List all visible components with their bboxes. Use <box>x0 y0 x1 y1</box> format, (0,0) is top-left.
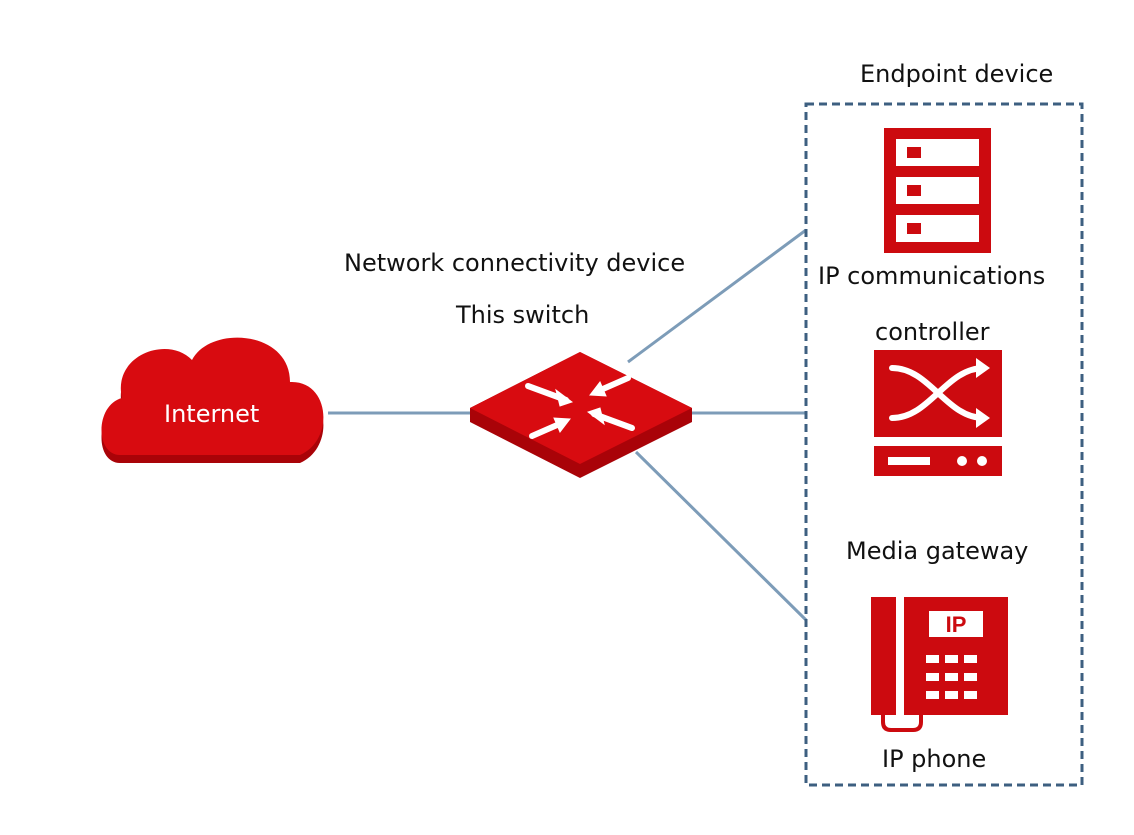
phone-badge-text: IP <box>946 612 967 637</box>
media-gateway-icon <box>874 350 1002 476</box>
switch-icon <box>470 352 692 478</box>
ip-phone-icon: IP <box>871 597 1008 732</box>
internet-label: Internet <box>164 400 260 428</box>
server-label-line2: controller <box>875 318 990 346</box>
cloud-icon <box>101 337 324 463</box>
endpoint-group-title: Endpoint device <box>860 60 1054 88</box>
gateway-label: Media gateway <box>846 537 1029 565</box>
switch-title: Network connectivity device <box>344 249 686 277</box>
endpoint-group-box <box>804 102 1084 787</box>
server-label-line1: IP communications <box>818 262 1046 290</box>
link-switch-controller <box>627 228 807 364</box>
phone-label: IP phone <box>882 745 987 773</box>
link-switch-phone <box>634 450 808 622</box>
server-icon <box>884 128 991 253</box>
connections <box>328 228 808 622</box>
switch-subtitle: This switch <box>456 301 590 329</box>
